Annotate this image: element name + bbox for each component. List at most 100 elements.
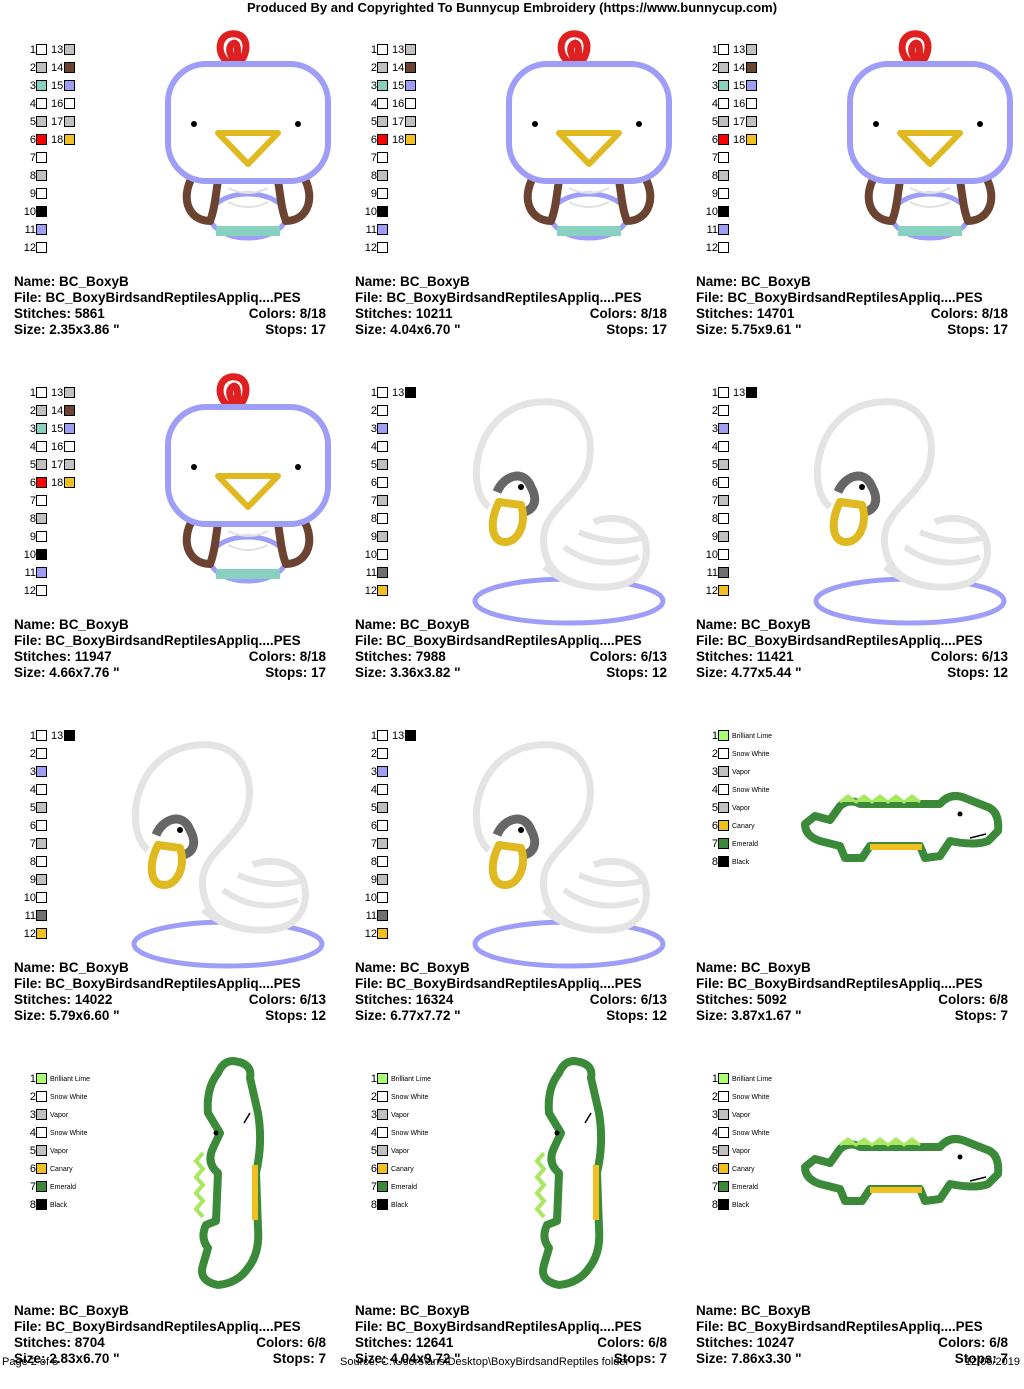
palette-number: 6 <box>711 820 718 832</box>
color-swatch <box>718 405 729 416</box>
palette-number: 17 <box>51 116 64 128</box>
size-line: Size: 5.75x9.61 "Stops: 17 <box>696 322 1008 338</box>
palette-number: 6 <box>29 1163 36 1175</box>
palette-entry: 5 <box>357 801 388 815</box>
color-swatch <box>377 242 388 253</box>
palette-number: 5 <box>370 116 377 128</box>
palette-entry: 7 <box>16 494 47 508</box>
design-name: BC_BoxyB <box>59 960 129 975</box>
palette-entry: 7 <box>357 151 388 165</box>
palette-entry: 13 <box>392 43 416 57</box>
palette-number: 16 <box>392 98 405 110</box>
colors-label: Colors: <box>938 992 986 1007</box>
color-swatch <box>36 1181 47 1192</box>
page-header: Produced By and Copyrighted To Bunnycup … <box>246 0 778 15</box>
color-swatch <box>377 1109 388 1120</box>
alligator-appliqué-image <box>193 1057 265 1289</box>
color-count: 8/18 <box>299 306 326 321</box>
color-swatch <box>746 134 757 145</box>
color-swatch <box>405 62 416 73</box>
palette-entry: 4 <box>16 97 47 111</box>
design-size: 4.04x6.70 " <box>390 322 461 337</box>
chick-appliqué-image <box>165 30 331 241</box>
palette-entry: 7 <box>357 494 388 508</box>
color-swatch <box>36 856 47 867</box>
file-label: File: <box>355 976 383 991</box>
thread-name: Snow White <box>391 1094 429 1101</box>
color-swatch <box>36 1163 47 1174</box>
color-swatch <box>64 477 75 488</box>
color-swatch <box>405 134 416 145</box>
color-swatch <box>377 423 388 434</box>
stitches-label: Stitches: <box>355 649 413 664</box>
color-swatch <box>377 531 388 542</box>
palette-number: 4 <box>711 98 718 110</box>
file-line: File: BC_BoxyBirdsandReptilesAppliq....P… <box>14 976 326 992</box>
palette-number: 9 <box>29 874 36 886</box>
palette-entry: 5 <box>357 458 388 472</box>
color-swatch <box>36 513 47 524</box>
color-swatch <box>746 44 757 55</box>
palette-number: 2 <box>29 62 36 74</box>
palette-number: 4 <box>370 784 377 796</box>
palette-number: 9 <box>29 531 36 543</box>
palette-number: 12 <box>705 585 718 597</box>
palette-number: 9 <box>711 188 718 200</box>
palette-number: 3 <box>711 1109 718 1121</box>
stop-count: 12 <box>310 1008 326 1023</box>
size-label: Size: <box>696 1008 728 1023</box>
color-swatch <box>377 567 388 578</box>
name-label: Name: <box>355 274 397 289</box>
palette-number: 4 <box>29 98 36 110</box>
palette-number: 8 <box>29 856 36 868</box>
size-line: Size: 4.04x9.72 "Stops: 7 <box>355 1351 667 1367</box>
color-swatch <box>718 1127 729 1138</box>
footer-date: 12/06/2019 <box>964 1356 1020 1368</box>
palette-entry: 3 <box>357 422 388 436</box>
color-swatch <box>718 152 729 163</box>
palette-entry: 9 <box>357 873 388 887</box>
colors-value: Colors: 6/13 <box>931 649 1008 665</box>
design-name: BC_BoxyB <box>400 274 470 289</box>
palette-number: 3 <box>370 766 377 778</box>
palette-number: 9 <box>29 188 36 200</box>
stitches-label: Stitches: <box>696 306 754 321</box>
palette-entry: 14 <box>392 61 416 75</box>
palette-entry: 11 <box>698 566 729 580</box>
palette-number: 1 <box>370 387 377 399</box>
palette-entry: 8 <box>16 855 47 869</box>
colors-value: Colors: 6/8 <box>256 1335 326 1351</box>
name-label: Name: <box>14 960 56 975</box>
stops-value: Stops: 7 <box>955 1351 1008 1367</box>
palette-number: 3 <box>29 80 36 92</box>
palette-entry: 18 <box>51 476 75 490</box>
palette-number: 6 <box>711 134 718 146</box>
color-swatch <box>36 892 47 903</box>
color-swatch <box>36 531 47 542</box>
thread-name: Vapor <box>50 1112 69 1119</box>
thread-name: Snow White <box>50 1094 88 1101</box>
color-count: 6/8 <box>989 1335 1008 1350</box>
stop-count: 17 <box>651 322 667 337</box>
palette-number: 5 <box>711 116 718 128</box>
color-swatch <box>718 80 729 91</box>
colors-label: Colors: <box>248 649 296 664</box>
palette-number: 5 <box>29 459 36 471</box>
color-swatch <box>377 459 388 470</box>
palette-entry: 2 <box>698 61 729 75</box>
design-size: 4.77x5.44 " <box>731 665 802 680</box>
color-swatch <box>36 1091 47 1102</box>
palette-number: 7 <box>370 1181 377 1193</box>
palette-number: 1 <box>29 387 36 399</box>
